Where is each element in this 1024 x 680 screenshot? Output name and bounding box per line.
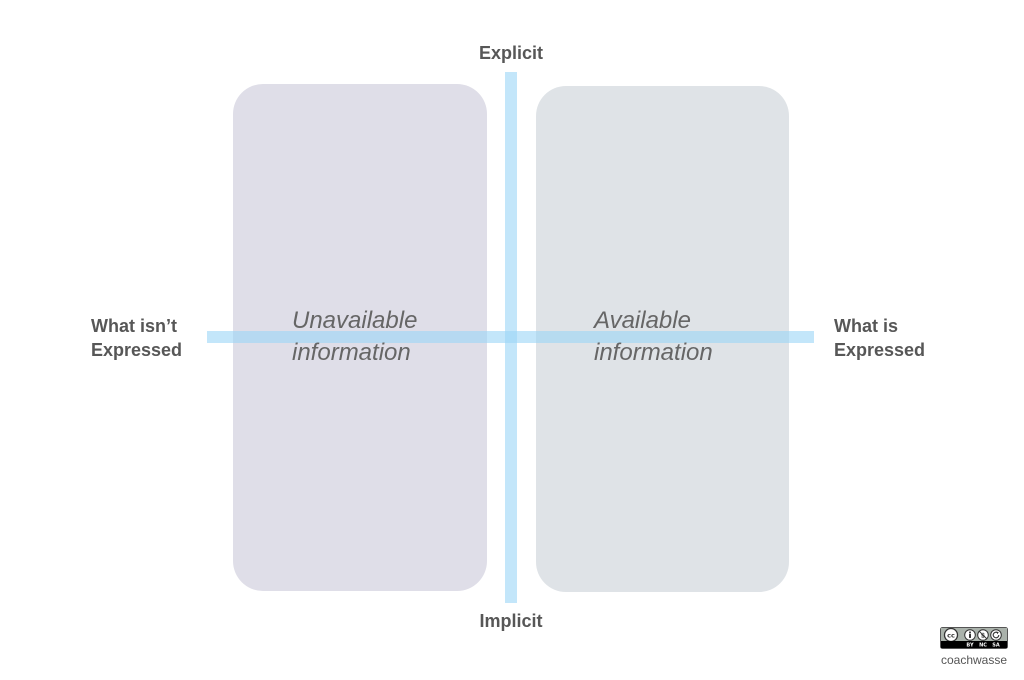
implicit-label: Implicit [460,609,562,633]
svg-text:cc: cc [947,632,955,640]
unavailable-information-line-2: information [292,339,411,366]
explicit-label-text: Explicit [478,43,544,63]
what-isnt-expressed-label: What isn’t Expressed [91,314,201,362]
implicit-label-text: Implicit [479,611,543,631]
badge-nc-text: NC [979,643,987,649]
badge-bottom-band [941,641,1007,648]
badge-sa-text: SA [992,643,1000,649]
available-information-line-2: information [594,339,713,366]
attribution-icon [964,629,976,641]
share-alike-icon [990,629,1002,641]
what-isnt-expressed-line-2: Expressed [91,340,183,360]
explicit-label: Explicit [460,41,562,65]
available-information-text: Available information [594,305,784,369]
what-isnt-expressed-line-1: What isn’t [91,316,177,336]
available-information-line-1: Available [594,307,691,334]
what-is-expressed-line-2: Expressed [834,340,926,360]
non-commercial-icon: $ [977,629,989,641]
expressed-axis [207,331,814,343]
credit-text: coachwasse [940,653,1008,667]
what-is-expressed-line-1: What is [834,316,899,336]
cc-icon: cc [943,627,959,643]
creative-commons-badge: cc $ BY NC SA [940,627,1008,649]
what-is-expressed-label: What is Expressed [834,314,944,362]
unavailable-information-text: Unavailable information [292,305,482,369]
badge-by-text: BY [966,643,974,649]
unavailable-information-line-1: Unavailable [292,307,418,334]
